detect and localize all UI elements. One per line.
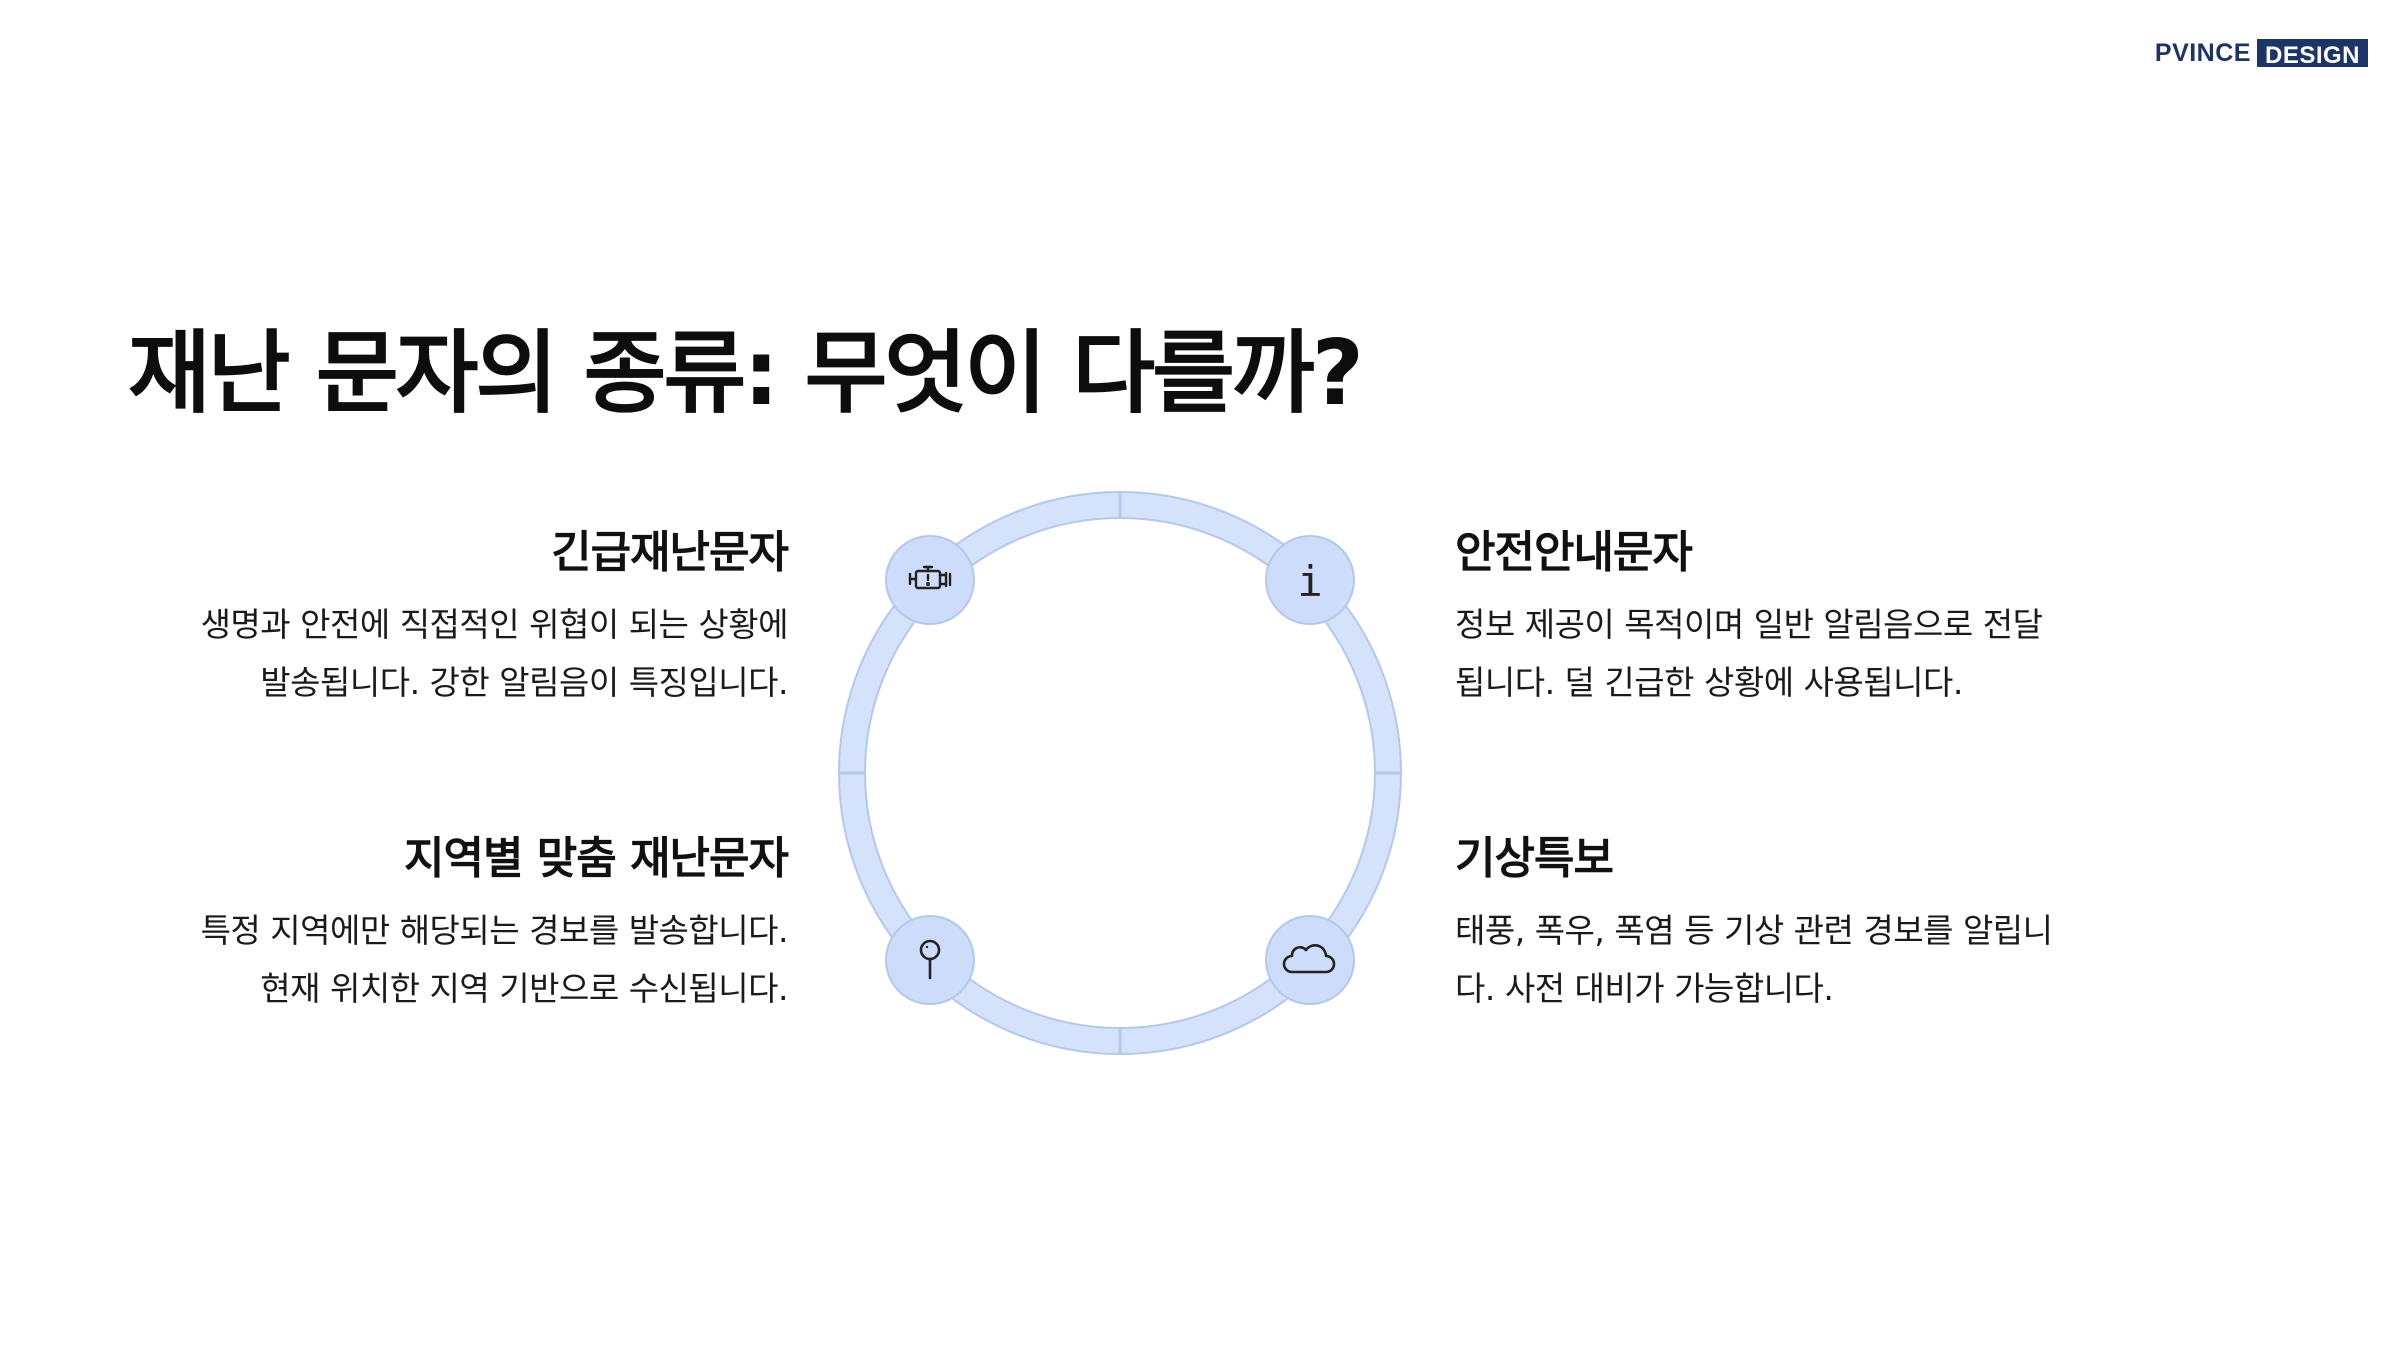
item-emergency-alert: 긴급재난문자 생명과 안전에 직접적인 위협이 되는 상황에 발송됩니다. 강한… (128, 516, 789, 712)
node-emergency-alert (885, 535, 975, 625)
brand-logo-right: DESIGN (2256, 39, 2368, 69)
brand-logo: PVINCE DESIGN (2154, 38, 2368, 69)
slide-title: 재난 문자의 종류: 무엇이 다를까? (128, 321, 1364, 426)
item-safety-guide-line-1: 정보 제공이 목적이며 일반 알림음으로 전달 (1455, 605, 2043, 644)
item-regional-alert: 지역별 맞춤 재난문자 특정 지역에만 해당되는 경보를 발송합니다. 현재 위… (128, 822, 789, 1018)
item-safety-guide-line-2: 됩니다. 덜 긴급한 상황에 사용됩니다. (1455, 663, 1963, 702)
cloud-icon (1282, 944, 1336, 974)
engine-warning-icon (908, 565, 952, 590)
item-weather-warning-desc: 태풍, 폭우, 폭염 등 기상 관련 경보를 알립니 다. 사전 대비가 가능합… (1455, 902, 2175, 1018)
item-regional-alert-desc: 특정 지역에만 해당되는 경보를 발송합니다. 현재 위치한 지역 기반으로 수… (128, 902, 789, 1018)
item-regional-alert-line-2: 현재 위치한 지역 기반으로 수신됩니다. (260, 969, 788, 1008)
item-weather-warning-line-2: 다. 사전 대비가 가능합니다. (1455, 969, 1834, 1008)
item-safety-guide-desc: 정보 제공이 목적이며 일반 알림음으로 전달 됩니다. 덜 긴급한 상황에 사… (1455, 596, 2175, 712)
node-weather-warning (1265, 915, 1355, 1005)
node-regional-alert (885, 915, 975, 1005)
item-weather-warning-title: 기상특보 (1455, 833, 1614, 884)
item-regional-alert-line-1: 특정 지역에만 해당되는 경보를 발송합니다. (200, 911, 789, 950)
item-weather-warning: 기상특보 태풍, 폭우, 폭염 등 기상 관련 경보를 알립니 다. 사전 대비… (1455, 822, 2175, 1018)
item-emergency-alert-line-2: 발송됩니다. 강한 알림음이 특징입니다. (260, 663, 788, 702)
item-safety-guide-title: 안전안내문자 (1455, 527, 1693, 578)
node-safety-guide: i (1265, 535, 1355, 625)
item-regional-alert-title: 지역별 맞춤 재난문자 (404, 833, 789, 884)
item-emergency-alert-title: 긴급재난문자 (551, 527, 789, 578)
item-emergency-alert-desc: 생명과 안전에 직접적인 위협이 되는 상황에 발송됩니다. 강한 알림음이 특… (128, 596, 789, 712)
item-emergency-alert-line-1: 생명과 안전에 직접적인 위협이 되는 상황에 (200, 605, 789, 644)
map-pin-icon (919, 939, 941, 980)
info-icon: i (1297, 557, 1322, 606)
cycle-diagram: i (838, 491, 1402, 1055)
item-safety-guide: 안전안내문자 정보 제공이 목적이며 일반 알림음으로 전달 됩니다. 덜 긴급… (1455, 516, 2175, 712)
item-weather-warning-line-1: 태풍, 폭우, 폭염 등 기상 관련 경보를 알립니 (1455, 911, 2053, 950)
brand-logo-left: PVINCE (2154, 38, 2251, 67)
